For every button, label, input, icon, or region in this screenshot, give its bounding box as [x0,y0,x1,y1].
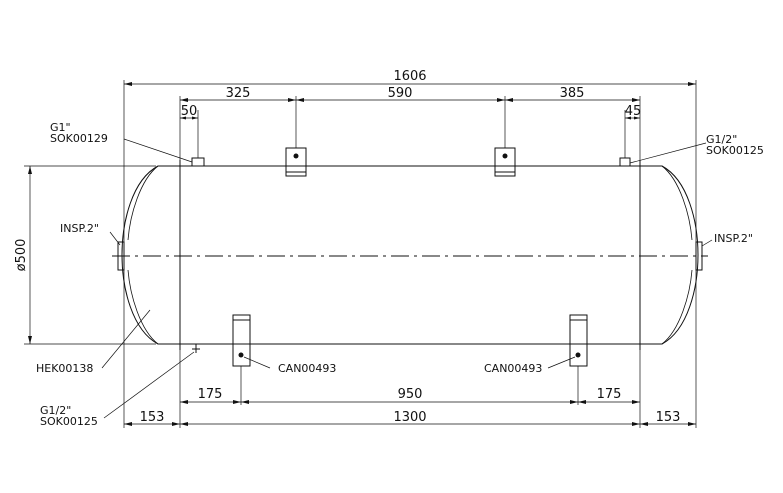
dim-line-1606 [124,82,696,86]
dim-line-50 [180,116,198,120]
dim-153-left: 153 [140,410,165,425]
dim-175-left: 175 [198,387,223,402]
dim-1300: 1300 [393,410,426,425]
top-right-nozzle [619,157,631,167]
dim-line-heads-shell [124,422,696,426]
dim-590: 590 [388,86,413,101]
right-head [640,165,699,345]
dim-line-top-segments [180,98,640,102]
label-bottom-left-fitting-part: SOK00125 [40,415,98,428]
label-saddle-left: CAN00493 [278,362,336,375]
left-head [121,165,180,345]
dim-325: 325 [226,86,251,101]
label-top-right-fitting-size: G1/2" [706,133,737,146]
top-left-nozzle [191,157,205,167]
lifting-lug-right [494,147,516,177]
dim-175-right: 175 [597,387,622,402]
label-head-part: HEK00138 [36,362,93,375]
dim-385: 385 [560,86,585,101]
extension-lines [24,80,697,428]
label-saddle-right: CAN00493 [484,362,542,375]
bottom-drain-nozzle [192,344,200,353]
saddle-right [569,314,588,367]
dim-950: 950 [398,387,423,402]
dim-50: 50 [181,104,198,119]
label-top-right-fitting-part: SOK00125 [706,144,764,157]
saddle-left [232,314,251,367]
dim-line-45 [625,116,640,120]
dim-153-right: 153 [656,410,681,425]
label-top-left-fitting-size: G1" [50,121,71,134]
leader-lines [101,138,713,419]
dim-line-saddles [180,400,640,404]
tank-shell [179,160,641,350]
dim-45: 45 [625,104,642,119]
dim-line-diameter [28,166,32,344]
label-bottom-left-fitting-size: G1/2" [40,404,71,417]
dim-1606: 1606 [393,69,426,84]
lifting-lug-left [285,147,307,177]
label-insp-right: INSP.2" [714,232,753,245]
label-insp-left: INSP.2" [60,222,99,235]
dim-diameter: ø500 [14,239,29,272]
label-top-left-fitting-part: SOK00129 [50,132,108,145]
